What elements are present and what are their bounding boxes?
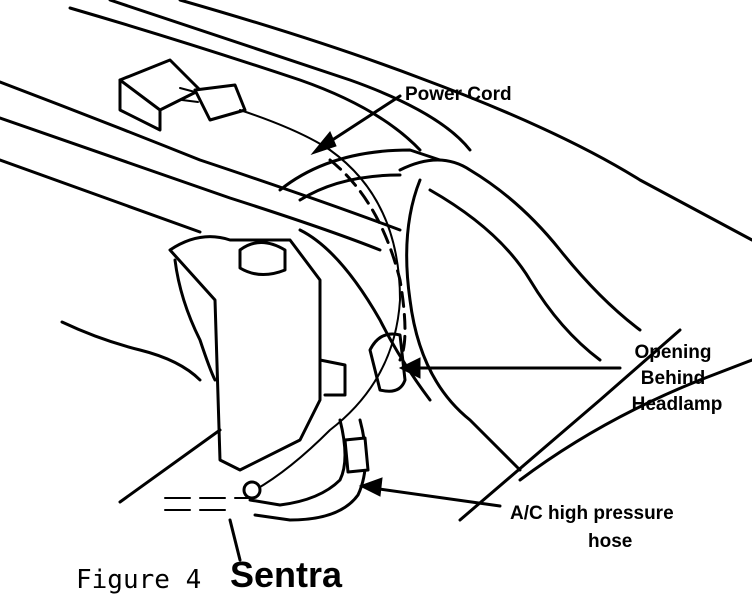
cord-run xyxy=(164,149,401,511)
lower-body-lines xyxy=(60,320,752,562)
power-cord-label: Power Cord xyxy=(405,84,512,105)
figure-caption: Figure 4 xyxy=(76,565,202,595)
model-caption: Sentra xyxy=(230,554,343,595)
plug xyxy=(179,83,331,151)
ac-hose xyxy=(248,418,370,522)
opening-label-line3: Headlamp xyxy=(631,394,723,415)
upper-body-lines xyxy=(0,0,752,252)
ac-hose-label-line2: hose xyxy=(588,531,633,552)
reservoir-tank xyxy=(168,235,347,472)
opening-label-line2: Behind xyxy=(640,368,706,389)
ac-hose-label-line1: A/C high pressure xyxy=(510,503,674,524)
radiator-support xyxy=(118,58,442,202)
leader-arrows xyxy=(310,94,622,508)
headlamp-opening xyxy=(298,158,642,472)
opening-label-line1: Opening xyxy=(634,342,712,363)
